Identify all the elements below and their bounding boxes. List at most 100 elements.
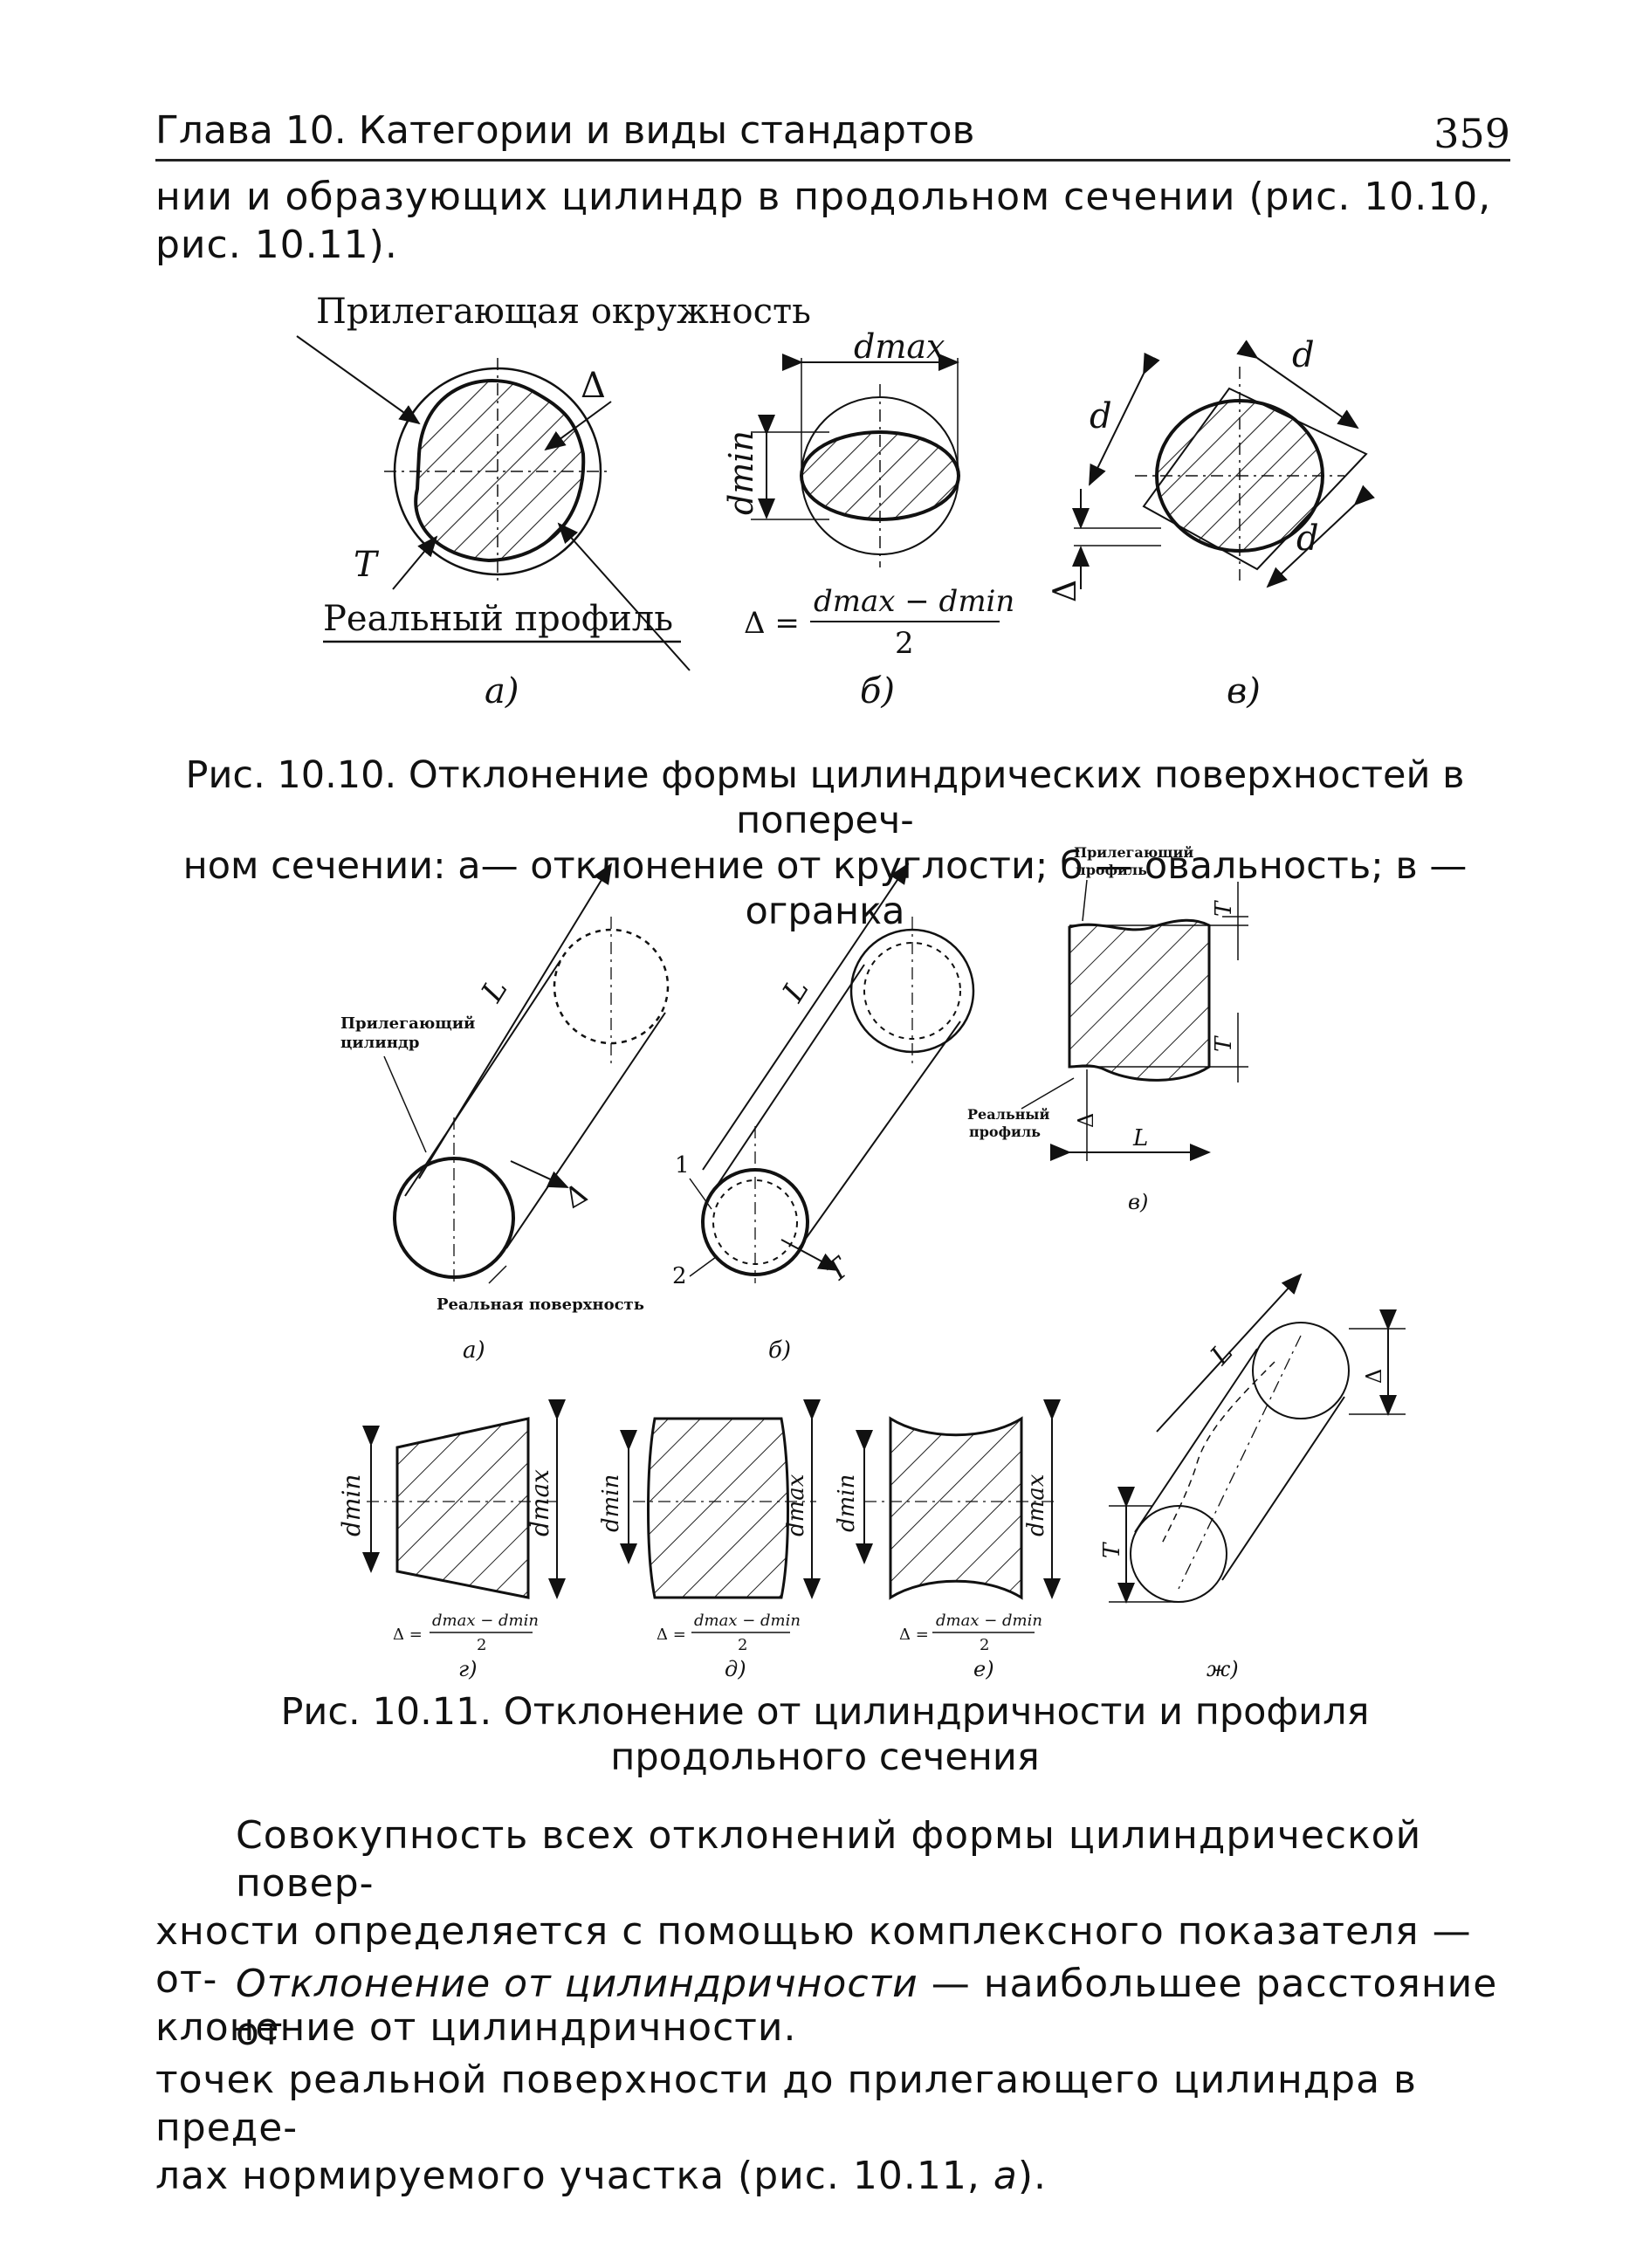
sym-T-a: T	[354, 545, 380, 585]
sym-1: 1	[675, 1152, 690, 1179]
formula-denominator-b: 2	[895, 626, 914, 661]
label-adjacent-circle: Прилегающая окружность	[316, 292, 811, 332]
label-adj-cyl-2: цилиндр	[340, 1034, 419, 1052]
cyl-edge-right-a	[505, 1012, 666, 1249]
sym-2: 2	[672, 1263, 687, 1289]
fig-1011-a: L Δ Прилегающий цилиндр Реальная поверхн…	[340, 863, 670, 1364]
sym-L-zh: L	[1204, 1337, 1239, 1371]
dim-d-bottom	[1266, 485, 1375, 588]
sub-1011-zh: ж)	[1207, 1657, 1239, 1681]
leader-real-surface	[488, 1265, 507, 1284]
sub-label-v: в)	[1227, 671, 1261, 711]
sym-dmax-g: dmax	[526, 1469, 554, 1536]
curve-zh	[1160, 1361, 1275, 1546]
formula-prefix-e: Δ =	[899, 1625, 929, 1644]
page-number: 359	[1433, 110, 1510, 157]
intro-line-2: рис. 10.11).	[155, 223, 398, 267]
leader-delta	[544, 401, 612, 451]
sub-1011-e: е)	[973, 1657, 994, 1681]
label-adj-cyl-1: Прилегающий	[340, 1014, 475, 1033]
sym-delta-zh: Δ	[1362, 1369, 1386, 1384]
caption-1011-line-1: Рис. 10.11. Отклонение от цилиндричности…	[280, 1690, 1370, 1734]
sub-label-a: а)	[485, 671, 519, 711]
para2-line-1-rest: — наибольшее расстояние от	[236, 1962, 1498, 2054]
sym-d-3: d	[1296, 519, 1319, 559]
caption-1011-line-2: продольного сечения	[610, 1735, 1040, 1779]
caption-fig-10-10: Рис. 10.10. Отклонение формы цилиндричес…	[131, 753, 1519, 934]
sym-delta-v: Δ	[1074, 1113, 1098, 1128]
term-cylindricity: Отклонение от цилиндричности	[236, 1962, 918, 2006]
dim-L-b	[702, 863, 910, 1171]
leader-1	[689, 1178, 712, 1210]
caption-1010-line-2: ном сечении: а— отклонение от круглости;…	[182, 844, 1468, 933]
cyl-edge-right-b	[798, 1021, 961, 1249]
intro-paragraph: нии и образующих цилиндр в продольном се…	[155, 173, 1517, 269]
sym-dmin-e: dmin	[834, 1474, 860, 1532]
formula-denominator-g: 2	[477, 1636, 486, 1654]
sub-1011-b: б)	[768, 1337, 791, 1364]
running-header: Глава 10. Категории и виды стандартов 35…	[155, 103, 1510, 162]
fig-1011-g: dmin dmax Δ = dmax − dmin 2 г)	[337, 1399, 566, 1681]
leader-delta-a	[510, 1160, 569, 1188]
fig-1010-v-faceting: d d d Δ в)	[1048, 335, 1375, 711]
figure-10-10: Прилегающая окружность Δ T Реальный проф…	[296, 292, 1375, 711]
sym-dmin-g: dmin	[337, 1474, 366, 1536]
para1-line-3: клонение от цилиндричности.	[155, 2005, 797, 2050]
leader-T-b	[780, 1239, 840, 1271]
sym-T-v-1: T	[1211, 900, 1237, 917]
formula-numerator-d: dmax − dmin	[694, 1612, 801, 1630]
sym-delta-v: Δ	[1048, 580, 1083, 602]
leader-real-profile-v	[1021, 1077, 1075, 1110]
para2-line-3-a: лах нормируемого участка (рис. 10.11,	[155, 2154, 993, 2198]
formula-denominator-e: 2	[980, 1636, 989, 1654]
profile-block	[1068, 918, 1211, 1082]
dim-d-left	[1089, 352, 1160, 486]
sym-L-a: L	[474, 972, 514, 1008]
label-real-profile: Реальный профиль	[323, 599, 673, 639]
top-circle-zh	[1252, 1322, 1350, 1419]
fig-1011-v: Прилегающий профиль T T Δ L Реальный про…	[967, 844, 1248, 1214]
formula-numerator-g: dmax − dmin	[432, 1612, 539, 1630]
sym-T-b: T	[820, 1250, 857, 1289]
para2-line-3-b: ).	[1017, 2154, 1047, 2198]
sym-L-v: L	[1132, 1125, 1148, 1151]
fig-1011-d: dmin dmax Δ = dmax − dmin 2 д)	[598, 1399, 821, 1681]
label-real-profile-1: Реальный	[967, 1106, 1049, 1123]
formula-numerator-b: dmax − dmin	[814, 584, 1014, 619]
leader-2	[689, 1256, 717, 1277]
sym-d-2: d	[1292, 335, 1315, 375]
cyl-edge-left-b	[706, 964, 865, 1201]
para1-line-1: Совокупность всех отклонений формы цилин…	[236, 1813, 1422, 1906]
sym-d-1: d	[1090, 396, 1112, 436]
edge-r-zh	[1221, 1396, 1345, 1581]
leader-adj-profile	[1082, 879, 1088, 922]
top-inner-b	[863, 942, 961, 1040]
figure-10-11: L Δ Прилегающий цилиндр Реальная поверхн…	[337, 844, 1406, 1681]
sub-1011-v: в)	[1128, 1190, 1148, 1214]
dim-d-top	[1236, 340, 1359, 430]
sym-dmax-b: dmax	[854, 327, 945, 366]
sym-T-v-2: T	[1211, 1035, 1237, 1052]
formula-denominator-d: 2	[738, 1636, 747, 1654]
barrel-block	[647, 1417, 789, 1599]
fig-1011-e: dmin dmax Δ = dmax − dmin 2 е)	[834, 1399, 1061, 1681]
label-real-surface: Реальная поверхность	[437, 1296, 644, 1314]
sym-dmax-e: dmax	[1023, 1474, 1049, 1536]
sym-dmin-d: dmin	[598, 1474, 624, 1532]
real-profile-shape	[414, 379, 586, 563]
caption-fig-10-11: Рис. 10.11. Отклонение от цилиндричности…	[131, 1689, 1519, 1780]
fig-1010-b-ovality: dmax dmin Δ = dmax − dmin 2 б)	[722, 327, 1014, 711]
body-paragraph-1: Совокупность всех отклонений формы цилин…	[155, 1811, 1517, 2052]
para2-line-2: точек реальной поверхности до прилегающе…	[155, 2058, 1417, 2150]
para2-line-3-it: а	[993, 2154, 1018, 2198]
sym-delta-a: Δ	[559, 1176, 593, 1214]
sub-1011-g: г)	[458, 1657, 478, 1681]
sub-1011-a: а)	[463, 1337, 485, 1364]
sym-dmax-d: dmax	[783, 1474, 809, 1536]
para1-line-2: хности определяется с помощью комплексно…	[155, 1909, 1472, 2002]
leader-adjacent-circle	[296, 335, 421, 425]
axis-zh	[1178, 1335, 1302, 1590]
body-paragraph-2: Отклонение от цилиндричности — наибольше…	[155, 1960, 1517, 2200]
sym-T-zh: T	[1099, 1542, 1125, 1558]
intro-line-1: нии и образующих цилиндр в продольном се…	[155, 175, 1492, 219]
